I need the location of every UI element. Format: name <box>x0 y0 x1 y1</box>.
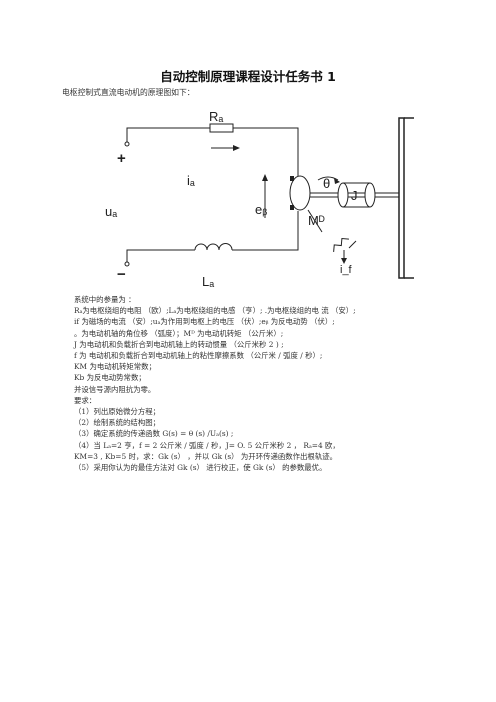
parameter-text: 系统中的参量为 ： Rₐ为电枢绕组的电阻 （欧）;Lₐ为电枢绕组的电感 （亨）;… <box>74 294 484 473</box>
label-minus: − <box>117 266 126 283</box>
text-line: J 为电动机和负载折合到电动机轴上的转动惯量 （公斤米秒 2 ) ; <box>74 339 284 349</box>
text-line: 。为电动机轴的角位移 （弧度）；Mᴰ 为电动机转矩 （公斤米）; <box>74 328 284 338</box>
label-eb: eᵦ <box>255 202 267 217</box>
current-arrowhead <box>233 145 240 151</box>
label-md: Mᴰ <box>308 213 325 228</box>
motor-brush-bottom <box>290 205 294 210</box>
text-line: （5）采用你认为的最佳方法对 Gk (s） 进行校正，使 Gk (s） 的参数最… <box>74 463 327 473</box>
field-lead-right <box>348 240 357 249</box>
field-current-arrowhead <box>341 258 347 264</box>
text-line: Rₐ为电枢绕组的电阻 （欧）;Lₐ为电枢绕组的电感 （亨）; .为电枢绕组的电 … <box>74 306 356 316</box>
text-line: （4）当 Lₐ=2 亨，f = 2 公斤米 / 弧度 / 秒，J= O. 5 公… <box>74 440 340 450</box>
page-title: 自动控制原理课程设计任务书 1 <box>160 69 336 84</box>
circuit-wires <box>126 127 299 264</box>
motor-circuit-diagram: Rₐ + − iₐ uₐ eᵦ θ J Mᴰ Lₐ i_f <box>105 109 414 289</box>
text-line: 系统中的参量为 ： <box>74 295 136 304</box>
text-line: 并设信号源内阻抗为零。 <box>74 384 156 394</box>
label-ia: iₐ <box>187 173 195 188</box>
motor-brush-top <box>290 176 294 181</box>
label-if: i_f <box>340 264 353 276</box>
text-line: 要求： <box>74 395 97 405</box>
field-coil <box>333 237 349 253</box>
load-plate <box>398 117 405 279</box>
inertia-cylinder-left <box>337 182 349 208</box>
label-ua: uₐ <box>105 204 117 219</box>
resistor-ra <box>209 123 234 133</box>
rotation-arrow <box>317 176 339 181</box>
inductor-la <box>194 243 233 251</box>
label-plus: + <box>117 150 126 167</box>
text-line: if 为磁场的电流 （安）;uₐ为作用到电枢上的电压 （伏）;eᵦ 为反电动势 … <box>74 317 335 327</box>
motor-armature <box>289 175 311 211</box>
terminal-top <box>124 141 130 147</box>
field-lead <box>307 209 323 233</box>
emf-arrowhead <box>262 174 268 181</box>
text-line: Kb 为反电动势常数； <box>74 373 146 383</box>
text-line: KM=3 , Kb=5 时，求：Gk (s） ，并以 Gk (s） 为开环传递函… <box>74 451 337 461</box>
text-line: f 为 电动机和负载折合到电动机轴上的粘性摩擦系数 （公斤米 / 弧度 / 秒）… <box>74 351 323 361</box>
text-line: （3）确定系统的传递函数 G(s) = θ (s) /Uₐ(s) ; <box>74 429 234 439</box>
rotation-arrowhead <box>334 178 340 184</box>
text-line: KM 为电动机转矩常数； <box>74 362 156 372</box>
label-theta: θ <box>323 176 330 191</box>
label-j: J <box>351 188 358 203</box>
label-ra: Rₐ <box>209 109 223 124</box>
text-line: （2）绘制系统的结构图； <box>74 418 161 428</box>
terminal-bottom <box>124 261 130 267</box>
label-la: Lₐ <box>202 274 214 289</box>
text-line: （1）列出原始微分方程； <box>74 407 161 417</box>
inertia-cylinder-right <box>364 182 376 208</box>
intro-text: 电枢控制式直流电动机的原理图如下： <box>62 88 195 97</box>
